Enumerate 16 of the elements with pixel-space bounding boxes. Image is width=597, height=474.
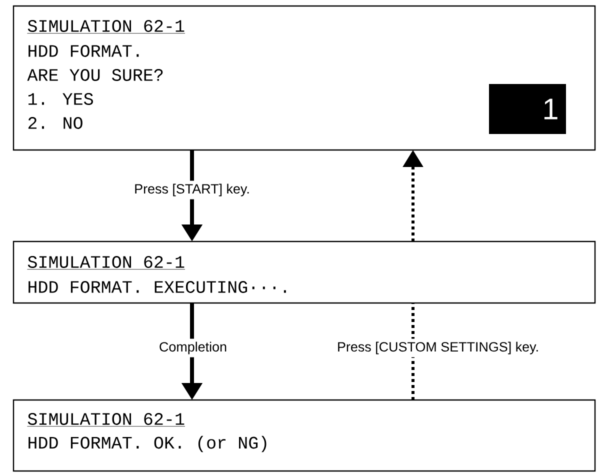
edge-label: Completion [156,338,230,358]
screen-text: HDD FORMAT. [28,45,139,57]
screen-text: HDD FORMAT. OK. (or NG) [28,436,266,452]
screen-text: 1. YES [28,93,93,105]
screen-box [12,399,596,472]
edge-label: Press [START] key. [131,180,253,200]
screen-heading: SIMULATION 62-1 [27,413,186,427]
screen-box [12,240,596,304]
counter-badge: 1 [489,84,566,134]
screen-heading: SIMULATION 62-1 [27,256,186,270]
screen-text: HDD FORMAT. EXECUTING···. [28,281,286,293]
screen-text: 2. NO [28,117,82,129]
screen-text: ARE YOU SURE? [27,69,163,81]
edge-label: Press [CUSTOM SETTINGS] key. [334,338,542,358]
screen-box [12,5,596,151]
screen-heading: SIMULATION 62-1 [27,20,186,34]
